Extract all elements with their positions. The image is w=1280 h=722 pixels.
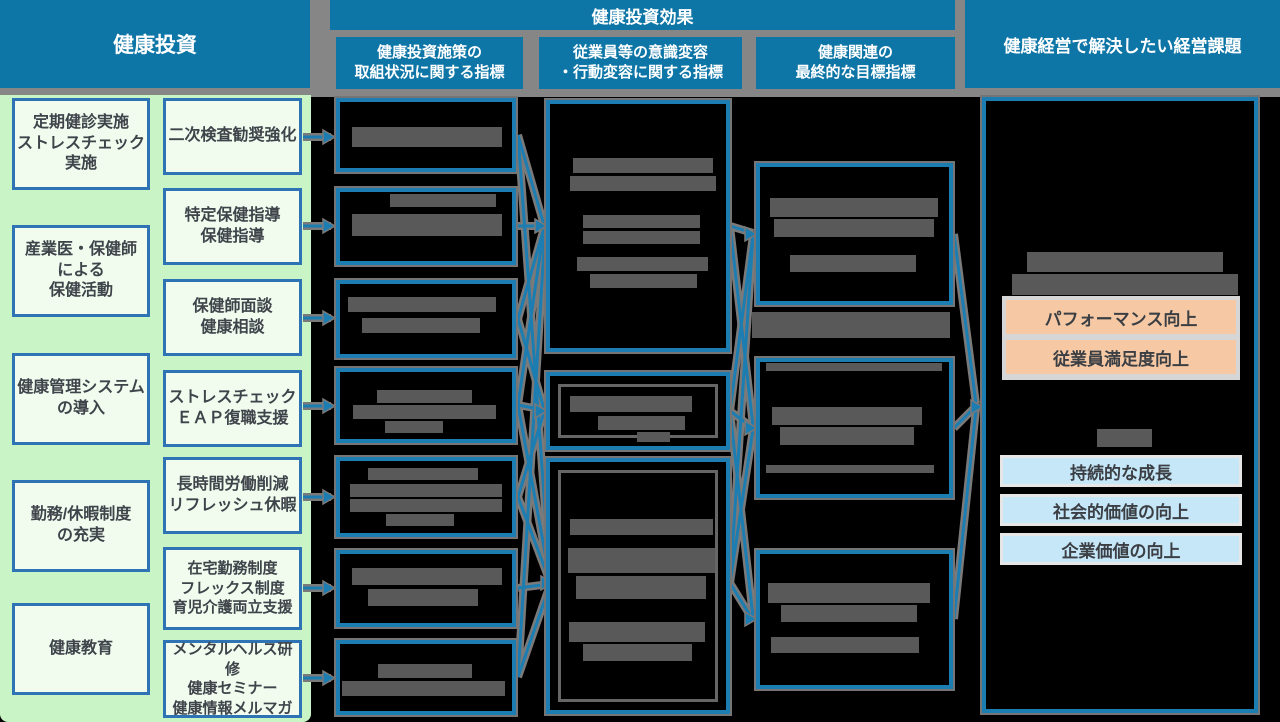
redacted-text-block: [352, 568, 502, 585]
redacted-text-block: [781, 605, 917, 622]
redacted-text-block: [637, 432, 670, 442]
redacted-text-block: [766, 465, 934, 473]
invest-item-box: 健康教育: [12, 603, 150, 695]
redacted-text-block: [570, 396, 692, 412]
invest-item-box: 勤務/休暇制度 の充実: [12, 480, 150, 572]
redacted-text-block: [368, 468, 478, 480]
measure-box: 特定保健指導 保健指導: [163, 188, 302, 265]
arrowhead-icon: [744, 610, 759, 628]
issues-box: [980, 95, 1260, 715]
connector-line: [516, 584, 552, 678]
redacted-text-block: [568, 548, 715, 573]
redacted-text-block: [590, 274, 697, 288]
inner-frame: [558, 470, 718, 702]
arrowhead-icon: [970, 398, 985, 416]
measure-box: ストレスチェック ＥＡＰ復職支援: [163, 370, 302, 447]
redacted-text-block: [377, 390, 472, 403]
redacted-text-block: [386, 514, 454, 526]
header-management-issues: 健康経営で解決したい経営課題: [965, 0, 1280, 88]
redacted-text-block: [583, 231, 700, 244]
initiative-metric-box-redacted: [334, 548, 518, 629]
invest-item-box: 健康管理システム の導入: [12, 353, 150, 445]
redacted-text-block: [350, 499, 502, 512]
measure-box: 保健師面談 健康相談: [163, 279, 302, 356]
redacted-text-block: [385, 421, 443, 433]
redacted-text-block: [583, 644, 692, 661]
redacted-text-block: [352, 127, 502, 147]
redacted-text-block: [770, 198, 938, 217]
redacted-text-block: [348, 297, 496, 312]
redacted-text-block: [768, 583, 930, 603]
arrowhead-icon: [744, 419, 759, 437]
arrowhead-icon: [322, 217, 337, 235]
connector-line: [516, 227, 546, 320]
arrowhead-icon: [534, 217, 549, 235]
social-value-bar: 社会的価値の向上: [1000, 494, 1242, 526]
header-health-investment: 健康投資: [0, 0, 310, 88]
arrowhead-icon: [322, 397, 337, 415]
redacted-text-block: [378, 664, 472, 678]
redacted-text-block: [353, 405, 496, 419]
arrowhead-icon: [534, 402, 549, 420]
arrowhead-icon: [322, 669, 337, 687]
redacted-text-block: [350, 484, 502, 497]
redacted-text-block: [577, 257, 708, 271]
subheader-final-metrics: 健康関連の 最終的な目標指標: [756, 37, 955, 89]
invest-item-box: 定期健診実施 ストレスチェック実施: [12, 98, 150, 190]
invest-item-box: 産業医・保健師 による 保健活動: [12, 225, 150, 317]
redacted-text-block: [570, 176, 716, 191]
redacted-text-block: [576, 576, 706, 599]
redacted-text-block: [752, 312, 950, 338]
redacted-text-block: [583, 215, 700, 228]
connector-line: [952, 408, 978, 620]
arrowhead-icon: [744, 225, 759, 243]
measure-box: 在宅勤務制度 フレックス制度 育児介護両立支援: [163, 547, 302, 630]
redacted-text-block: [1097, 429, 1152, 447]
subheader-awareness-metrics: 従業員等の意識変容 ・行動変容に関する指標: [539, 37, 742, 89]
redacted-text-block: [771, 637, 919, 653]
satisfaction-bar: 従業員満足度向上: [1006, 340, 1236, 374]
redacted-text-block: [569, 622, 705, 642]
redacted-text-block: [573, 158, 713, 173]
arrowhead-icon: [322, 309, 337, 327]
redacted-text-block: [342, 681, 505, 696]
redacted-text-block: [368, 589, 478, 606]
redacted-text-block: [1027, 252, 1223, 272]
subheader-initiative-metrics: 健康投資施策の 取組状況に関する指標: [336, 37, 523, 89]
redacted-text-block: [790, 255, 916, 272]
redacted-text-block: [1012, 274, 1238, 295]
connector-line: [728, 234, 755, 412]
redacted-text-block: [352, 214, 502, 236]
performance-bar: パフォーマンス向上: [1006, 300, 1236, 334]
connector-line: [952, 233, 978, 405]
redacted-text-block: [766, 363, 942, 371]
measure-box: 二次検査勧奨強化: [163, 98, 302, 175]
growth-bar: 持続的な成長: [1000, 455, 1242, 487]
redacted-text-block: [570, 519, 713, 535]
arrowhead-icon: [322, 128, 337, 146]
connector-line: [728, 428, 755, 584]
arrowhead-icon: [322, 488, 337, 506]
redacted-text-block: [780, 427, 914, 445]
arrowhead-icon: [322, 579, 337, 597]
connector-line: [516, 404, 552, 581]
measure-box: 長時間労働削減 リフレッシュ休暇: [163, 457, 302, 534]
redacted-text-block: [598, 416, 685, 430]
header-investment-effect: 健康投資効果: [330, 0, 955, 30]
connector-line: [516, 134, 546, 226]
redacted-text-block: [774, 219, 934, 237]
connector-line: [516, 318, 546, 410]
redacted-text-block: [362, 318, 480, 333]
corporate-value-bar: 企業価値の向上: [1000, 533, 1242, 565]
measure-box: メンタルヘルス研修 健康セミナー 健康情報メルマガ: [163, 640, 302, 718]
redacted-text-block: [772, 407, 922, 425]
connector-line: [516, 496, 552, 583]
connector-line: [728, 235, 755, 584]
connector-line: [516, 134, 552, 579]
redacted-text-block: [390, 194, 496, 207]
